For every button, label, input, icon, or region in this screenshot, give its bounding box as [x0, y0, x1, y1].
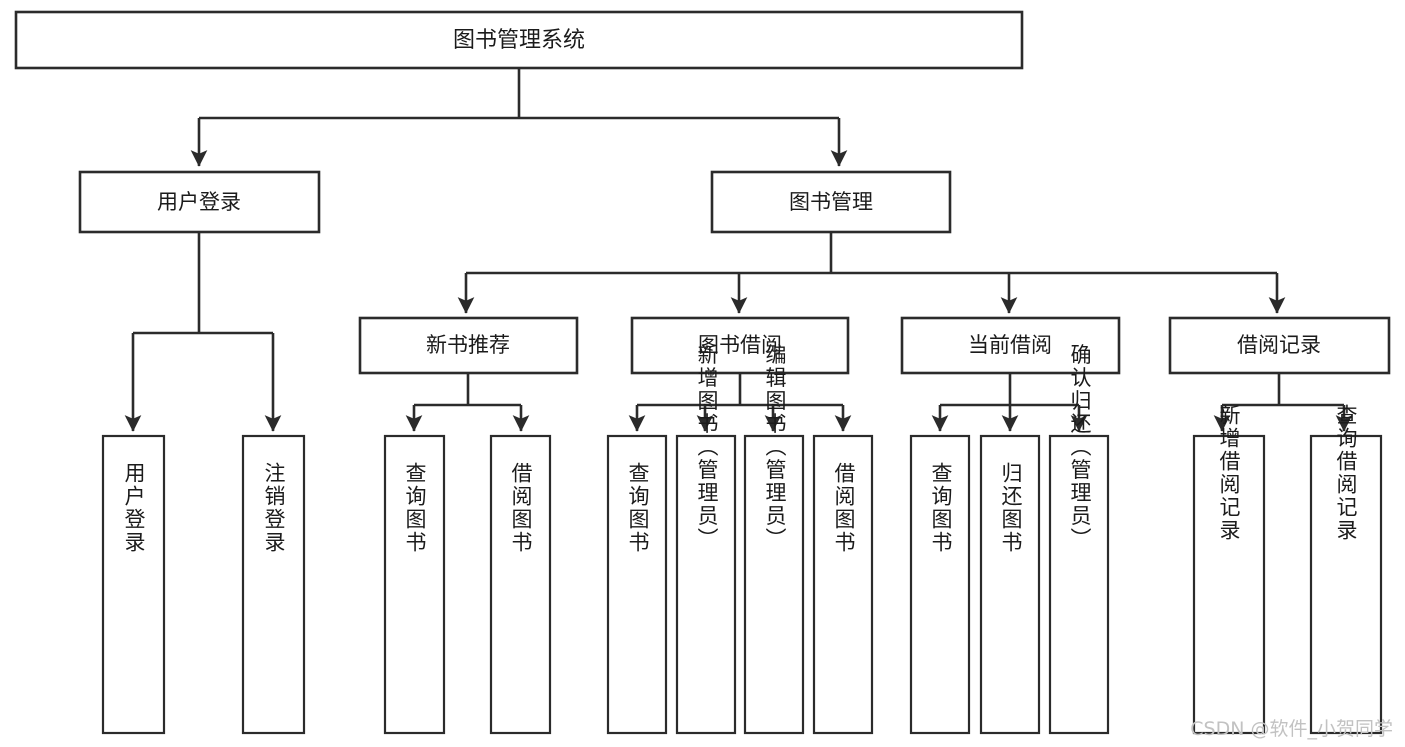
leaf-add-record-label: 新增借阅记录: [1217, 404, 1241, 542]
leaf-query-book-1[interactable]: 查询图书: [383, 434, 446, 735]
leaf-borrow-book-1[interactable]: 借阅图书: [489, 434, 552, 735]
leaf-query-book-2-label: 查询图书: [626, 462, 650, 554]
current-borrow-box: [900, 316, 1121, 375]
node-root[interactable]: 图书管理系统: [14, 10, 1024, 70]
leaf-query-record-label: 查询借阅记录: [1334, 404, 1358, 542]
leaf-confirm-return-label: 确认归还（管理员）: [1068, 344, 1092, 551]
leaf-edit-book[interactable]: 编辑图书（管理员）: [743, 344, 805, 735]
current-borrow-label: 当前借阅: [968, 333, 1052, 357]
leaf-add-record-box: [1192, 434, 1266, 735]
node-new-book-recommend[interactable]: 新书推荐: [358, 316, 579, 375]
leaf-add-book-label: 新增图书（管理员）: [695, 344, 719, 551]
leaf-user-logout-label: 注销登录: [262, 462, 286, 554]
borrow-record-box: [1168, 316, 1391, 375]
leaf-borrow-book-1-box: [489, 434, 552, 735]
node-book-manage[interactable]: 图书管理: [710, 170, 952, 234]
new-book-recommend-box: [358, 316, 579, 375]
leaf-user-login[interactable]: 用户登录: [101, 434, 166, 735]
leaf-borrow-book-2-label: 借阅图书: [832, 462, 856, 554]
leaf-add-record[interactable]: 新增借阅记录: [1192, 404, 1266, 735]
leaf-add-book-box: [675, 434, 737, 735]
borrow-record-label: 借阅记录: [1237, 333, 1321, 357]
leaf-confirm-return-box: [1048, 434, 1110, 735]
leaf-query-book-3-label: 查询图书: [929, 462, 953, 554]
node-book-borrow[interactable]: 图书借阅: [630, 316, 850, 375]
book-borrow-label: 图书借阅: [698, 333, 782, 357]
user-login-label: 用户登录: [157, 190, 241, 214]
leaf-return-book-label: 归还图书: [999, 462, 1023, 554]
leaf-query-book-1-label: 查询图书: [403, 462, 427, 554]
book-manage-label: 图书管理: [789, 190, 873, 214]
leaf-query-record[interactable]: 查询借阅记录: [1309, 404, 1383, 735]
book-manage-box: [710, 170, 952, 234]
root-box: [14, 10, 1024, 70]
leaf-return-book[interactable]: 归还图书: [979, 434, 1041, 735]
leaf-user-login-box: [101, 434, 166, 735]
leaf-borrow-book-1-label: 借阅图书: [509, 462, 533, 554]
book-borrow-box: [630, 316, 850, 375]
leaf-query-book-3-box: [909, 434, 971, 735]
leaf-return-book-box: [979, 434, 1041, 735]
leaf-query-record-box: [1309, 434, 1383, 735]
leaf-borrow-book-2-box: [812, 434, 874, 735]
leaf-edit-book-label: 编辑图书（管理员）: [763, 344, 787, 551]
leaf-borrow-book-2[interactable]: 借阅图书: [812, 434, 874, 735]
leaf-user-logout[interactable]: 注销登录: [241, 434, 306, 735]
leaf-confirm-return[interactable]: 确认归还（管理员）: [1048, 344, 1110, 735]
node-user-login[interactable]: 用户登录: [78, 170, 321, 234]
new-book-recommend-label: 新书推荐: [426, 333, 510, 357]
root-label: 图书管理系统: [453, 28, 585, 53]
leaf-query-book-2[interactable]: 查询图书: [606, 434, 668, 735]
leaf-query-book-3[interactable]: 查询图书: [909, 434, 971, 735]
node-current-borrow[interactable]: 当前借阅: [900, 316, 1121, 375]
leaf-edit-book-box: [743, 434, 805, 735]
leaf-user-logout-box: [241, 434, 306, 735]
leaf-query-book-1-box: [383, 434, 446, 735]
node-borrow-record[interactable]: 借阅记录: [1168, 316, 1391, 375]
leaf-add-book[interactable]: 新增图书（管理员）: [675, 344, 737, 735]
leaf-query-book-2-box: [606, 434, 668, 735]
leaf-user-login-label: 用户登录: [122, 462, 146, 554]
